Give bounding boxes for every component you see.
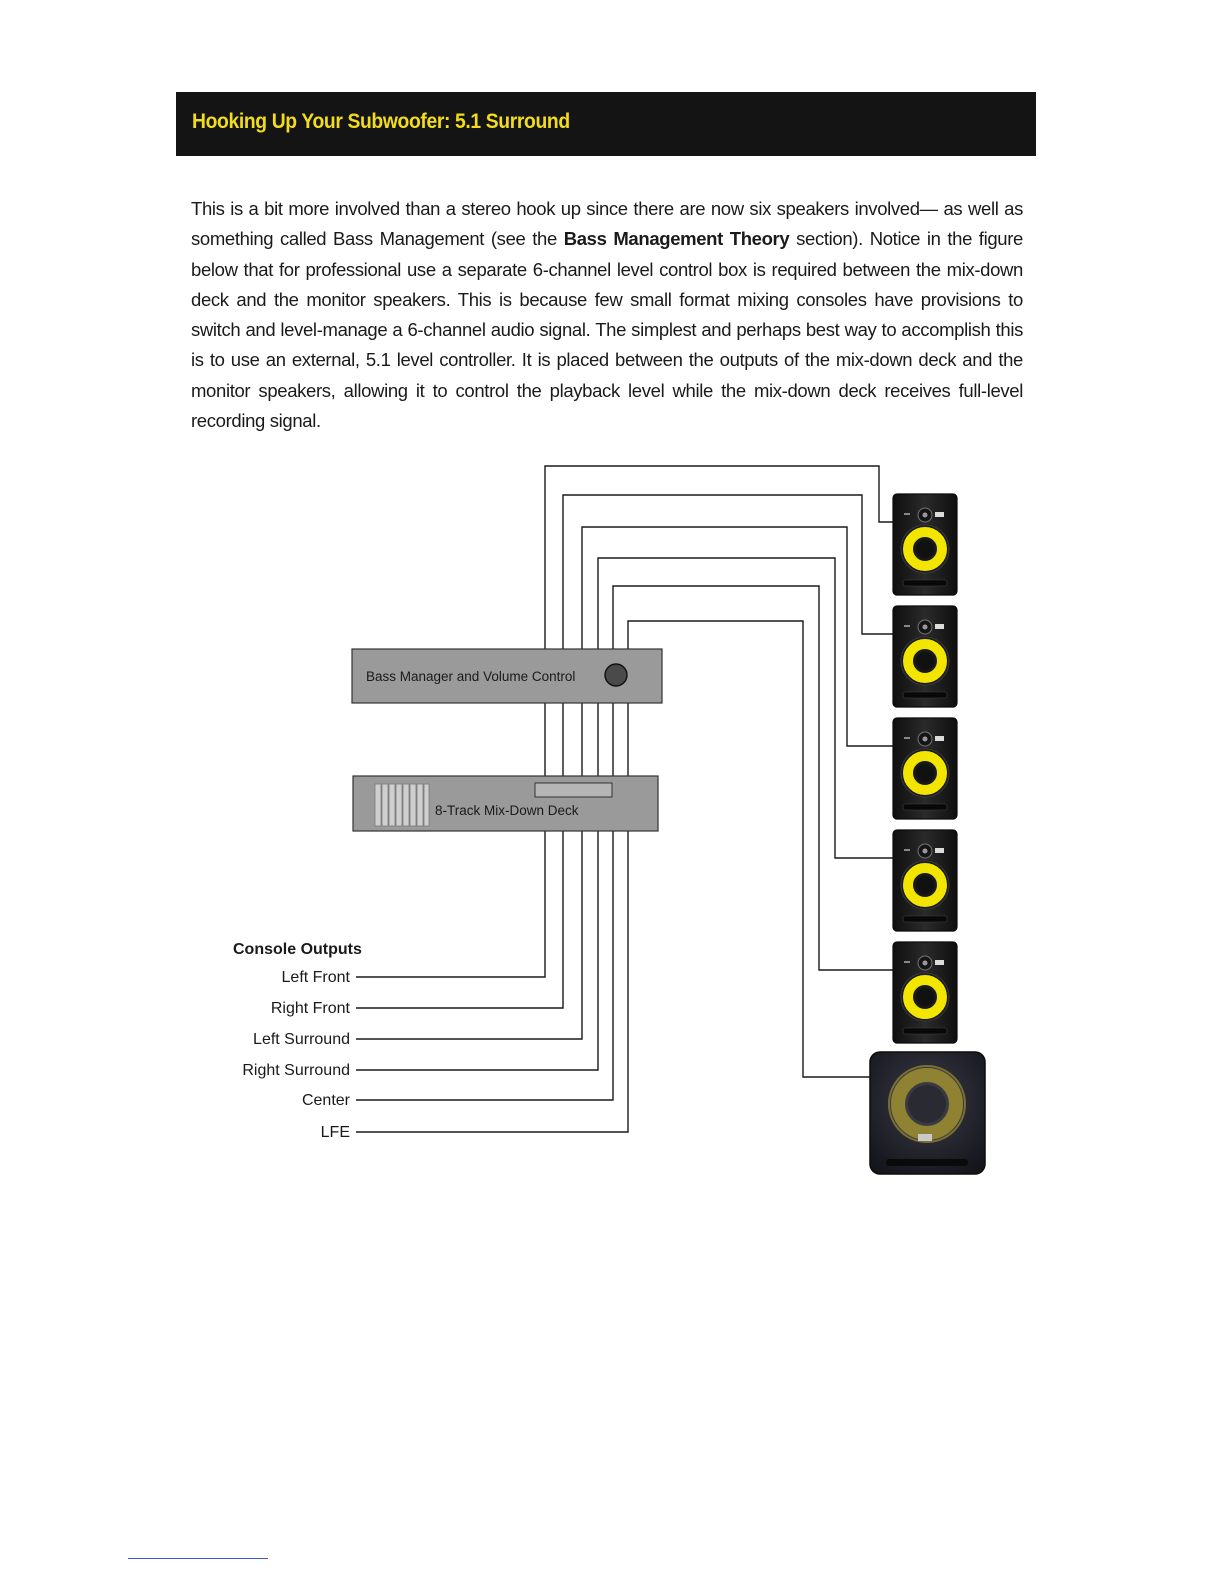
- deck-fader-bank-icon: [374, 783, 430, 827]
- output-left-surround: Left Surround: [253, 1031, 350, 1048]
- bass-manager-label: Bass Manager and Volume Control: [366, 669, 575, 684]
- subwoofer-icon: [869, 1051, 986, 1175]
- deck-display-icon: [534, 782, 613, 798]
- wire-left-front: [356, 465, 896, 978]
- wire-right-front: [356, 494, 896, 1009]
- speaker-right-front-icon: [892, 605, 958, 708]
- volume-knob-icon: [604, 663, 628, 687]
- wire-lfe: [356, 620, 872, 1133]
- output-right-front: Right Front: [271, 1000, 351, 1017]
- mix-down-deck-box: 8-Track Mix-Down Deck: [352, 775, 659, 832]
- section-title: Hooking Up Your Subwoofer: 5.1 Surround: [192, 110, 570, 133]
- speaker-left-surround-icon: [892, 717, 958, 820]
- output-center: Center: [302, 1092, 351, 1109]
- output-lfe: LFE: [321, 1124, 350, 1141]
- bass-management-theory-link[interactable]: Bass Management Theory: [563, 228, 790, 250]
- output-left-front: Left Front: [282, 969, 351, 986]
- console-outputs-title: Console Outputs: [233, 941, 362, 958]
- deck-label: 8-Track Mix-Down Deck: [435, 803, 579, 818]
- wire-left-surround: [356, 526, 896, 1040]
- section-header-bar: Hooking Up Your Subwoofer: 5.1 Surround: [176, 92, 1036, 156]
- body-paragraph: This is a bit more involved than a stere…: [191, 194, 1023, 436]
- wire-right-surround: [356, 557, 896, 1071]
- speaker-left-front-icon: [892, 493, 958, 596]
- body-text-part1: This is a bit more involved than a stere…: [191, 198, 1023, 250]
- bass-manager-box: Bass Manager and Volume Control: [351, 648, 663, 704]
- footer-rule: [128, 1558, 268, 1559]
- speaker-center-icon: [892, 941, 958, 1044]
- speaker-right-surround-icon: [892, 829, 958, 932]
- output-right-surround: Right Surround: [242, 1062, 350, 1079]
- body-text-part2: section). Notice in the figure below tha…: [191, 228, 1023, 432]
- wire-center: [356, 585, 896, 1101]
